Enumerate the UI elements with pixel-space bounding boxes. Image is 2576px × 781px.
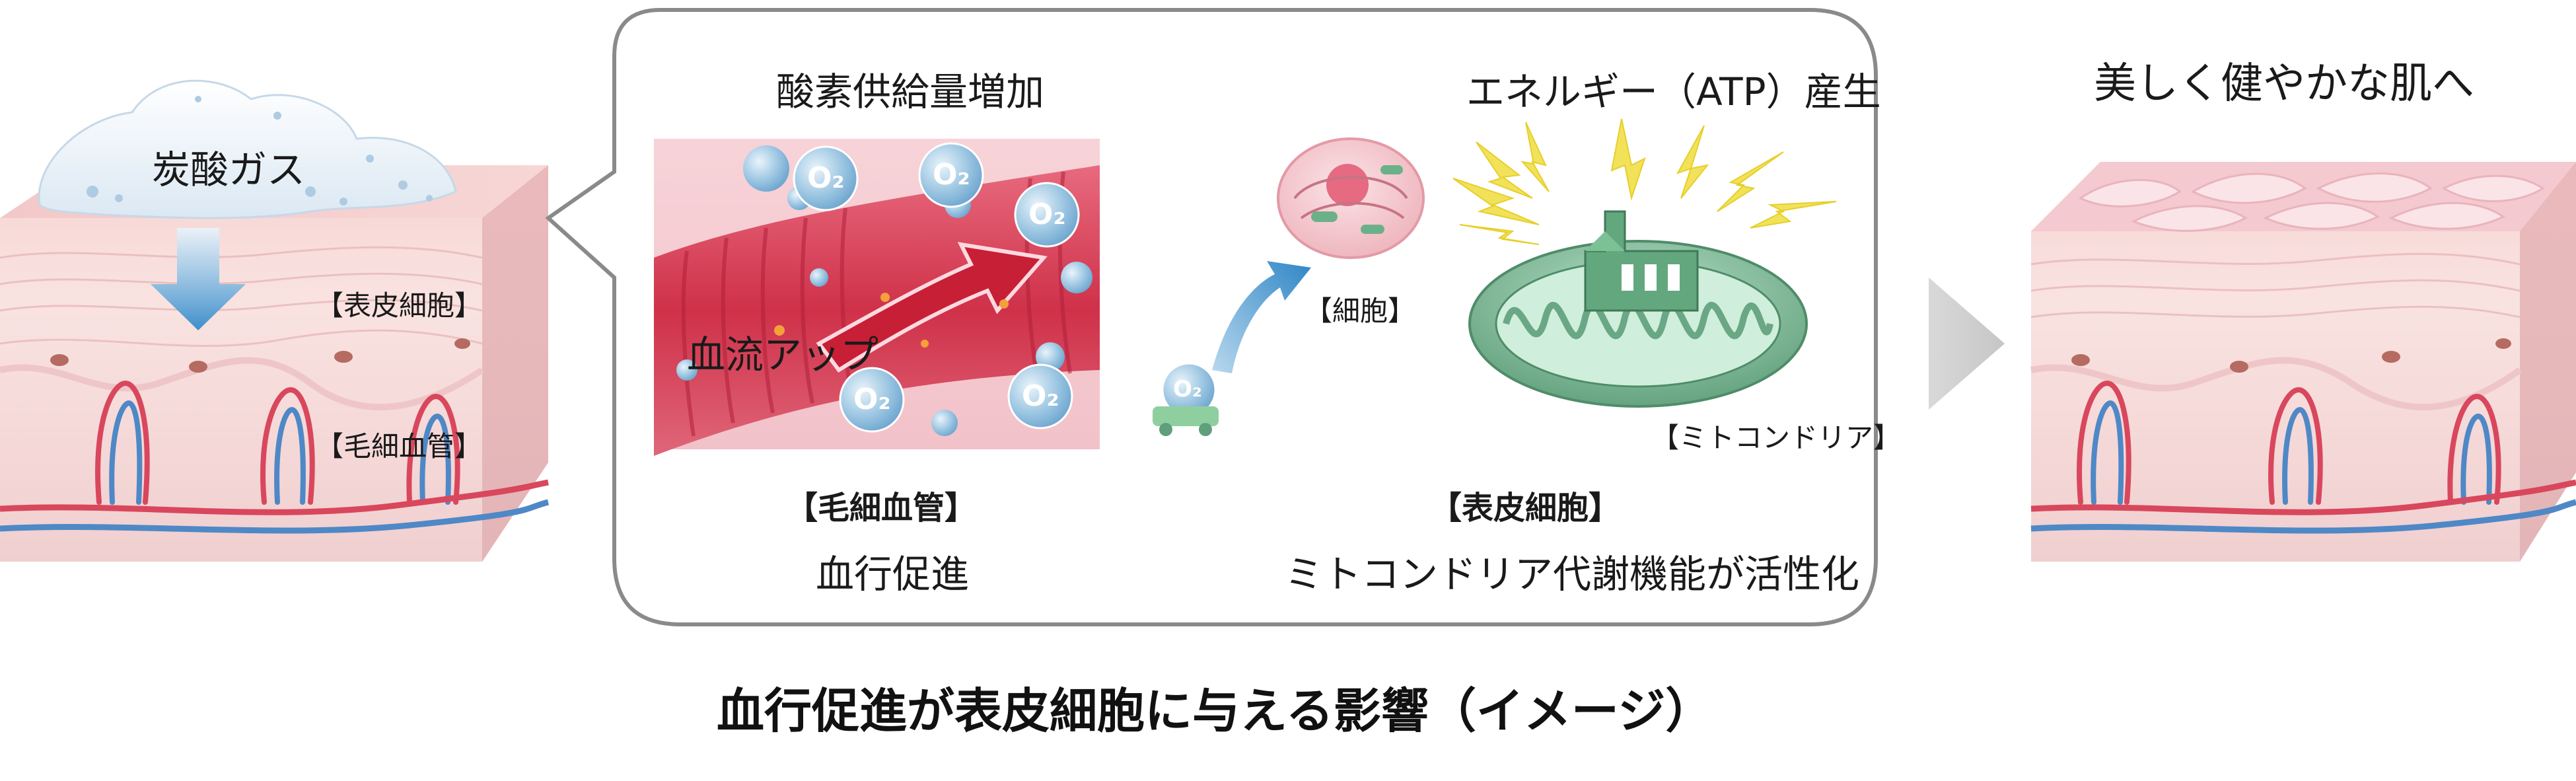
- progress-arrow: [1929, 278, 2005, 410]
- mitochondria-illustration: [1452, 118, 1837, 408]
- oxygen-carrier: [1153, 362, 1219, 436]
- o2-bubble-label: O₂: [1022, 379, 1059, 413]
- left-epidermal-cell-label: 【表皮細胞】: [316, 289, 483, 322]
- left-capillary-label: 【毛細血管】: [316, 430, 483, 463]
- epidermal-caption: ミトコンドリア代謝機能が活性化: [1285, 552, 1860, 597]
- curved-arrow: [1212, 261, 1311, 373]
- mitochondria-label: 【ミトコンドリア】: [1651, 422, 1902, 454]
- o2-bubble-label: O₂: [807, 161, 845, 195]
- epidermal-heading: 【表皮細胞】: [1430, 490, 1621, 527]
- figure-title: 血行促進が表皮細胞に与える影響（イメージ）: [717, 683, 1713, 739]
- capillary-heading: 【毛細血管】: [786, 490, 977, 527]
- blood-flow-up-label: 血流アップ: [687, 332, 879, 377]
- down-arrow: [151, 228, 246, 330]
- o2-bubble-label: O₂: [1028, 198, 1066, 231]
- o2-bubble-label: O₂: [933, 158, 970, 192]
- carbonic-gas-label: 炭酸ガス: [152, 147, 306, 192]
- energy-production-label: エネルギー（ATP）産生: [1466, 69, 1881, 114]
- capillary-caption: 血行促進: [816, 552, 970, 597]
- o2-bubble-label: O₂: [853, 383, 891, 416]
- left-skin-block: [0, 79, 550, 562]
- o2-carrier-label: O₂: [1173, 376, 1202, 402]
- oxygen-supply-label: 酸素供給量増加: [776, 69, 1045, 114]
- cell-label: 【細胞】: [1305, 295, 1416, 327]
- result-label: 美しく健やかな肌へ: [2094, 59, 2474, 108]
- blood-vessel-illustration: [654, 139, 1100, 456]
- cell-illustration: [1277, 137, 1425, 259]
- right-skin-block: [2030, 162, 2576, 562]
